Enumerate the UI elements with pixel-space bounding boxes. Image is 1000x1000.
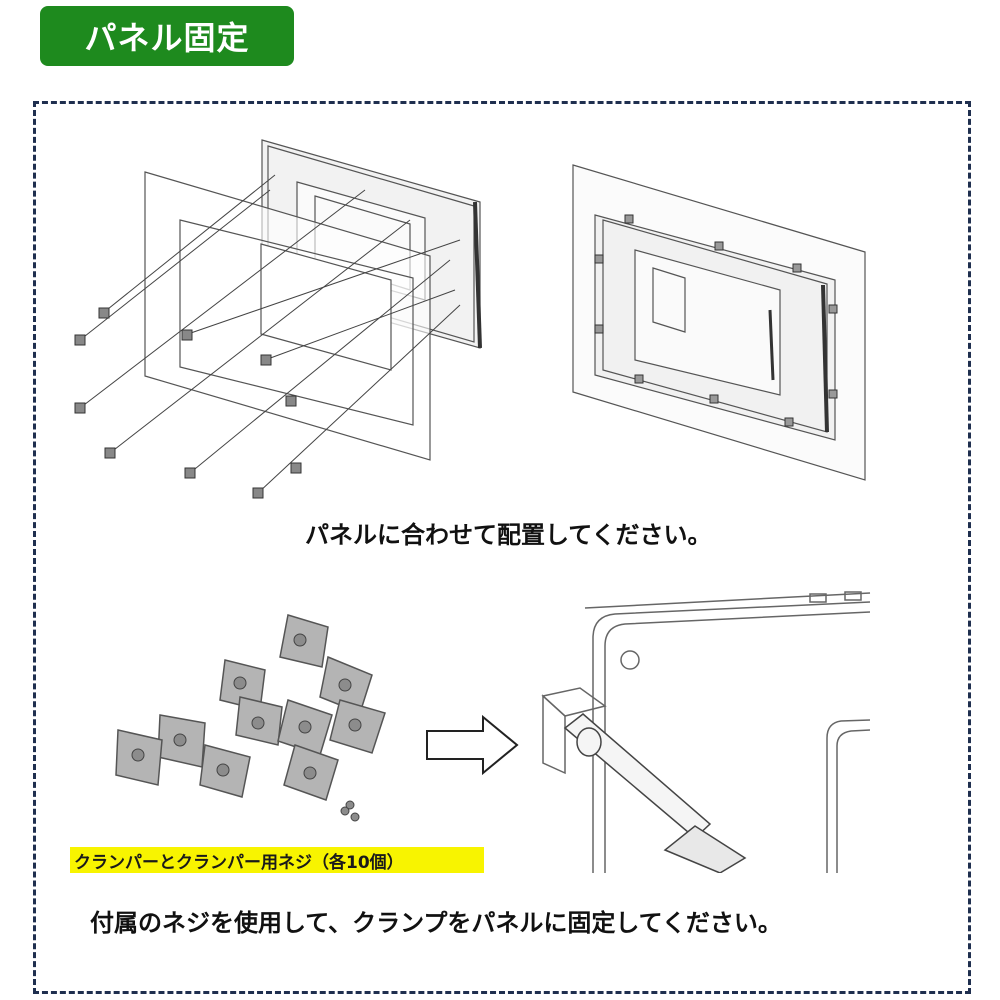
parts-label: クランパーとクランパー用ネジ（各10個） bbox=[70, 847, 484, 873]
section-title: パネル固定 bbox=[84, 19, 250, 57]
right-arrow-icon bbox=[426, 715, 519, 775]
instruction-frame bbox=[33, 101, 971, 994]
clamps-and-screws-photo bbox=[115, 614, 386, 822]
assembled-panel-drawing bbox=[572, 164, 866, 481]
section-title-badge: パネル固定 bbox=[40, 6, 294, 66]
exploded-assembly-drawing bbox=[74, 139, 482, 499]
clamp-detail-drawing bbox=[541, 591, 871, 873]
step1-caption: パネルに合わせて配置してください。 bbox=[305, 521, 712, 549]
step2-caption: 付属のネジを使用して、クランプをパネルに固定してください。 bbox=[90, 909, 782, 937]
